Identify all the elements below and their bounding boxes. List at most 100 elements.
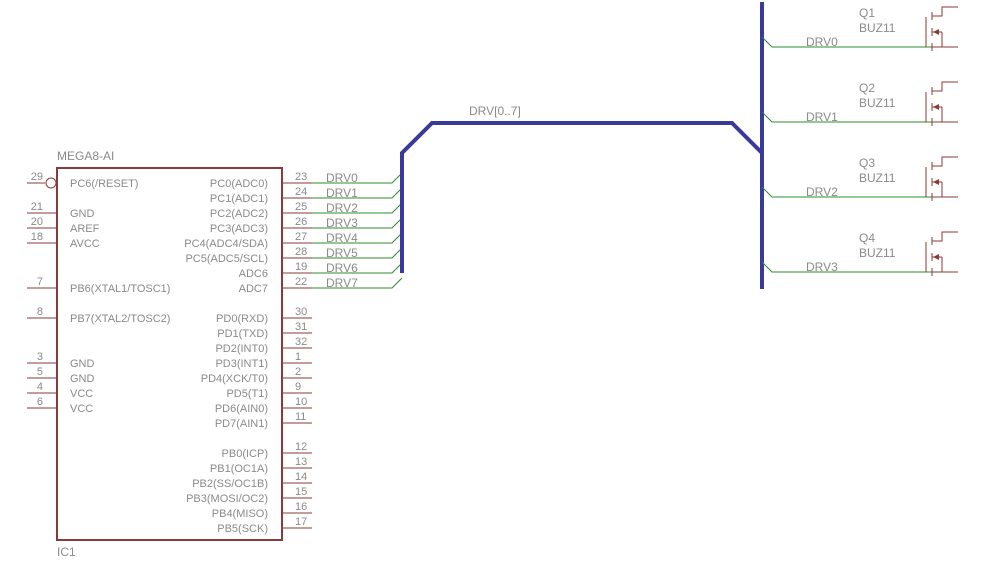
transistor-value-label: BUZ11 [859, 96, 896, 110]
ic-pin-label: PB6(XTAL1/TOSC1) [70, 283, 170, 295]
transistor-gate-net [761, 261, 932, 273]
ic-pin-label: PD5(T1) [226, 388, 268, 400]
ic-pin-number: 1 [295, 351, 301, 363]
ic-pin-label: GND [70, 358, 95, 370]
ic-pin-inversion-bubble [45, 177, 57, 189]
ic-pin-label: PB3(MOSI/OC2) [186, 493, 268, 505]
ic-pin-number: 3 [37, 351, 43, 363]
ic-pin-number: 12 [295, 441, 307, 453]
ic-pin-number: 24 [295, 186, 307, 198]
net-stub-line [312, 217, 403, 229]
transistor-ref-label: Q2 [859, 81, 875, 95]
ic-pin-number: 6 [37, 396, 43, 408]
ic-pin-number: 16 [295, 501, 307, 513]
mosfet-arrow [933, 104, 939, 110]
net-stub-label: DRV0 [326, 171, 358, 185]
transistor-gate-net [761, 36, 932, 48]
ic-pin-number: 10 [295, 396, 307, 408]
net-stub-line [312, 187, 403, 199]
ic-pin-number: 7 [37, 276, 43, 288]
net-stub-label: DRV2 [326, 201, 358, 215]
ic-pin-label: PC1(ADC1) [210, 193, 268, 205]
ic-pin-number: 27 [295, 231, 307, 243]
ic-pin-label: ADC6 [239, 268, 268, 280]
mosfet-drain [932, 81, 958, 92]
ic-pin-label: PD3(INT1) [215, 358, 268, 370]
ic-pin-label: GND [70, 373, 95, 385]
net-stub-label: DRV6 [326, 261, 358, 275]
net-stub-label: DRV4 [326, 231, 358, 245]
transistor-net-label: DRV3 [806, 260, 838, 274]
ic-pin-label: PC2(ADC2) [210, 208, 268, 220]
net-stub-line [312, 172, 403, 184]
ic-pin-number: 32 [295, 336, 307, 348]
ic-pin-label: PD4(XCK/T0) [201, 373, 268, 385]
ic-left-pins: 29PC6(/RESET)21GND20AREF18AVCC7PB6(XTAL1… [27, 171, 170, 415]
ic-pin-label: VCC [70, 388, 93, 400]
ic-pin-label: PB5(SCK) [217, 523, 268, 535]
ic-pin-label: PB2(SS/OC1B) [192, 478, 268, 490]
ic-pin-number: 19 [295, 261, 307, 273]
net-stub-line [312, 202, 403, 214]
ic-pin-number: 11 [295, 411, 306, 423]
ic-pin-number: 31 [295, 321, 307, 333]
ic-pin-label: GND [70, 208, 95, 220]
ic-right-pins: 23PC0(ADC0)24PC1(ADC1)25PC2(ADC2)26PC3(A… [184, 171, 312, 535]
transistor-ref-label: Q1 [859, 6, 875, 20]
mosfet-arrow [933, 179, 939, 185]
ic-pin-number: 28 [295, 246, 307, 258]
transistor-ref-label: Q4 [859, 231, 875, 245]
net-stub-label: DRV3 [326, 216, 358, 230]
ic-pin-label: AVCC [70, 238, 100, 250]
ic-pin-label: PB1(OC1A) [210, 463, 268, 475]
net-stub-line [312, 247, 403, 259]
net-stub-label: DRV7 [326, 276, 358, 290]
ic-pin-label: PD0(RXD) [216, 313, 268, 325]
ic-pin-number: 30 [295, 306, 307, 318]
ic-pin-number: 17 [295, 516, 307, 528]
ic-pin-number: 18 [31, 231, 43, 243]
transistor-gate-net [761, 186, 932, 198]
mosfet-drain [932, 231, 958, 242]
ic-pin-label: PC0(ADC0) [210, 178, 268, 190]
transistor-net-label: DRV1 [806, 110, 838, 124]
ic-name-label: MEGA8-AI [57, 149, 114, 163]
ic-pin-number: 15 [295, 486, 307, 498]
net-stub-line [312, 232, 403, 244]
ic-pin-label: PC3(ADC3) [210, 223, 268, 235]
ic-pin-label: PD7(AIN1) [215, 418, 268, 430]
transistor-group: DRV0Q1BUZ11DRV1Q2BUZ11DRV2Q3BUZ11DRV3Q4B… [761, 6, 958, 276]
ic-pin-number: 9 [295, 381, 301, 393]
ic-pin-number: 23 [295, 171, 307, 183]
transistor-net-label: DRV2 [806, 185, 838, 199]
net-stub-line [312, 262, 403, 274]
ic-pin-label: ADC7 [239, 283, 268, 295]
transistor-net-label: DRV0 [806, 35, 838, 49]
ic-pin-label: PC4(ADC4/SDA) [184, 238, 268, 250]
ic-pin-number: 5 [37, 366, 43, 378]
ic-pin-number: 21 [31, 201, 43, 213]
ic-pin-label: VCC [70, 403, 93, 415]
ic-pin-label: PB7(XTAL2/TOSC2) [70, 313, 170, 325]
net-stub-line [312, 277, 403, 289]
bus-label: DRV[0..7] [469, 104, 521, 118]
transistor-value-label: BUZ11 [859, 21, 896, 35]
ic-pin-number: 8 [37, 306, 43, 318]
bus-drv-main [400, 121, 764, 273]
ic-pin-number: 2 [295, 366, 301, 378]
ic-pin-label: PC5(ADC5/SCL) [185, 253, 268, 265]
mosfet-arrow [933, 29, 939, 35]
ic-pin-label: PC6(/RESET) [70, 178, 138, 190]
ic-pin-label: PD2(INT0) [215, 343, 268, 355]
ic-pin-label: PB0(ICP) [222, 448, 268, 460]
ic-pin-label: PD1(TXD) [217, 328, 268, 340]
ic-ref-label: IC1 [57, 545, 76, 559]
mosfet-drain [932, 156, 958, 167]
net-stub-label: DRV1 [326, 186, 358, 200]
ic-pin-number: 22 [295, 276, 307, 288]
ic-pin-number: 25 [295, 201, 307, 213]
ic-pin-number: 4 [37, 381, 43, 393]
mosfet-arrow [933, 254, 939, 260]
